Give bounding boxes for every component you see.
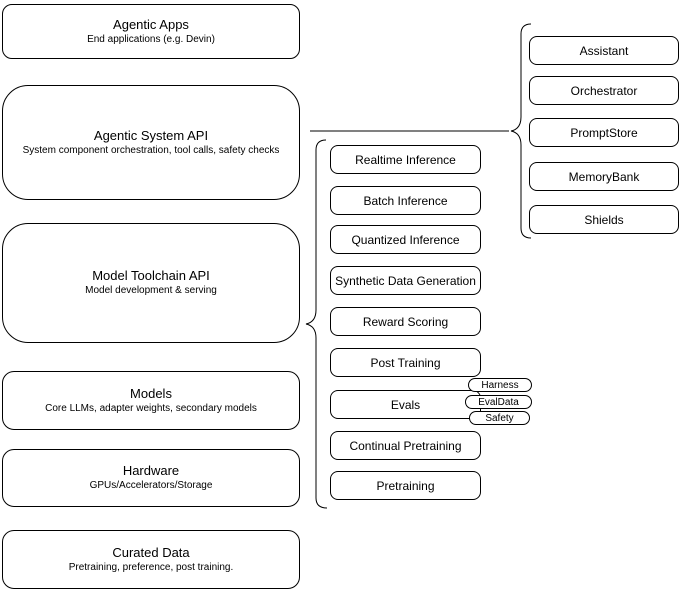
node-subtitle: System component orchestration, tool cal… — [22, 144, 280, 156]
node-evals: Evals — [330, 390, 481, 419]
node-title: Agentic Apps — [113, 16, 189, 32]
tag-safety: Safety — [469, 411, 530, 425]
node-orchestrator: Orchestrator — [529, 76, 679, 105]
tag-label: Safety — [485, 412, 514, 424]
node-agentic-system-api: Agentic System API System component orch… — [2, 85, 300, 200]
node-subtitle: Core LLMs, adapter weights, secondary mo… — [45, 402, 257, 414]
node-label: Quantized Inference — [351, 232, 460, 247]
node-title: Models — [130, 385, 172, 401]
node-label: Synthetic Data Generation — [335, 273, 476, 288]
node-label: Continual Pretraining — [349, 438, 462, 453]
node-agentic-apps: Agentic Apps End applications (e.g. Devi… — [2, 4, 300, 59]
node-reward-scoring: Reward Scoring — [330, 307, 481, 336]
node-shields: Shields — [529, 205, 679, 234]
node-label: Realtime Inference — [355, 152, 456, 167]
node-subtitle: GPUs/Accelerators/Storage — [89, 480, 213, 491]
node-assistant: Assistant — [529, 36, 679, 65]
tag-label: EvalData — [478, 396, 519, 408]
node-title: Hardware — [122, 463, 180, 478]
node-label: Assistant — [579, 43, 629, 58]
brace-toolchain-components — [305, 139, 328, 509]
node-subtitle: End applications (e.g. Devin) — [87, 33, 215, 45]
tag-harness: Harness — [468, 378, 532, 392]
node-label: MemoryBank — [568, 169, 640, 184]
node-label: Evals — [390, 397, 421, 412]
node-title: Agentic System API — [93, 127, 209, 143]
node-subtitle: Model development & serving — [85, 285, 217, 296]
node-models: Models Core LLMs, adapter weights, secon… — [2, 371, 300, 430]
node-title: Model Toolchain API — [92, 268, 210, 283]
node-memorybank: MemoryBank — [529, 162, 679, 191]
node-continual-pretraining: Continual Pretraining — [330, 431, 481, 460]
node-pretraining: Pretraining — [330, 471, 481, 500]
node-batch-inference: Batch Inference — [330, 186, 481, 215]
node-hardware: Hardware GPUs/Accelerators/Storage — [2, 449, 300, 507]
node-title: Curated Data — [112, 544, 190, 560]
node-subtitle: Pretraining, preference, post training. — [68, 561, 234, 573]
tag-evaldata: EvalData — [465, 395, 532, 409]
node-label: Batch Inference — [363, 193, 448, 208]
node-label: Reward Scoring — [362, 314, 449, 329]
brace-system-components — [510, 23, 532, 239]
node-model-toolchain-api: Model Toolchain API Model development & … — [2, 223, 300, 343]
node-label: Shields — [584, 212, 624, 227]
node-label: Pretraining — [376, 478, 435, 493]
node-promptstore: PromptStore — [529, 118, 679, 147]
node-curated-data: Curated Data Pretraining, preference, po… — [2, 530, 300, 589]
node-synthetic-data-generation: Synthetic Data Generation — [330, 266, 481, 295]
node-post-training: Post Training — [330, 348, 481, 377]
node-label: PromptStore — [570, 125, 638, 140]
node-quantized-inference: Quantized Inference — [330, 225, 481, 254]
node-label: Post Training — [370, 355, 441, 370]
node-label: Orchestrator — [570, 83, 638, 98]
node-realtime-inference: Realtime Inference — [330, 145, 481, 174]
tag-label: Harness — [481, 379, 519, 391]
